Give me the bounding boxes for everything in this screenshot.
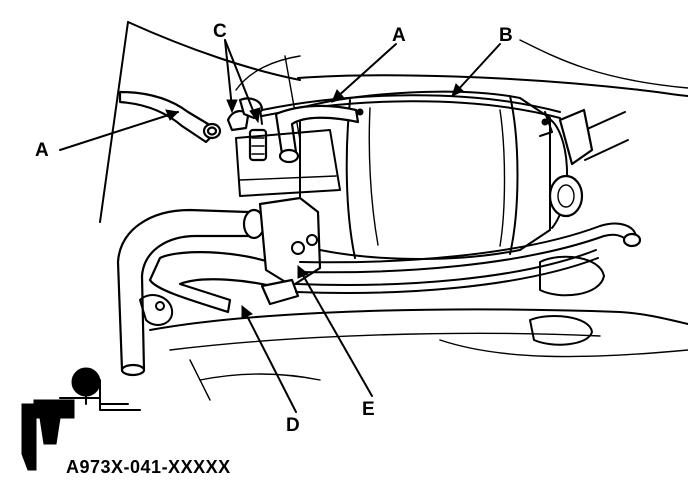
lower-chassis — [99, 255, 688, 411]
leader-e — [299, 269, 373, 397]
figure-code: A973X-041-XXXXX — [66, 457, 231, 477]
vacuum-gauge-tool — [21, 367, 129, 471]
clamps-c — [226, 97, 268, 162]
leader-d — [243, 309, 297, 413]
hose-d-large — [116, 208, 294, 377]
leader-c-1 — [224, 39, 233, 109]
callout-c: C — [213, 21, 227, 42]
purge-valve-e — [258, 196, 322, 306]
leader-b — [455, 43, 501, 93]
canister-body — [299, 90, 594, 260]
mounting-box — [235, 129, 341, 197]
vapor-lines — [295, 222, 642, 294]
callout-d: D — [286, 415, 300, 436]
callout-a-top: A — [392, 25, 406, 46]
callout-e: E — [362, 399, 375, 420]
leader-a-top — [335, 43, 397, 99]
hose-a-top — [274, 104, 360, 164]
leader-a-left — [59, 111, 179, 151]
callout-a-left: A — [35, 140, 49, 161]
callout-b: B — [499, 25, 513, 46]
leader-c-2 — [224, 39, 257, 119]
leader-lines — [59, 39, 501, 413]
hose-a-left — [118, 90, 222, 144]
